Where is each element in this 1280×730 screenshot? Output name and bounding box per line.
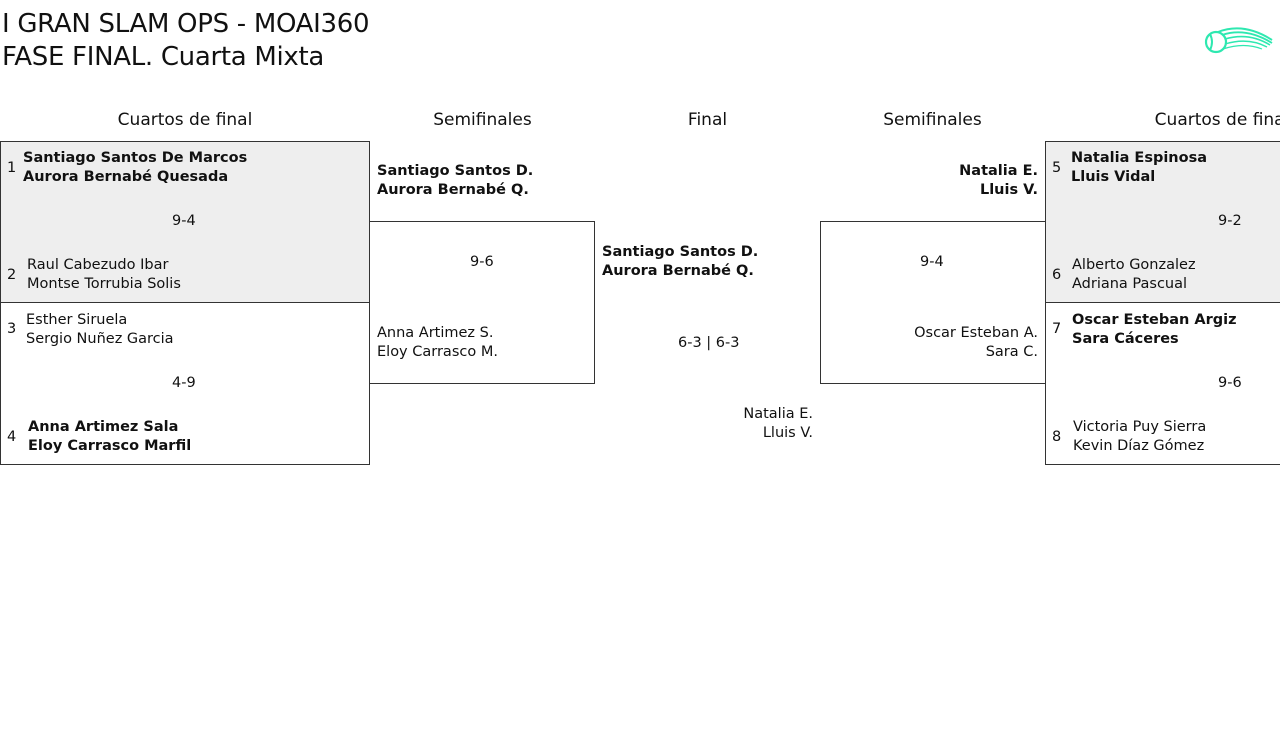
team-rsf-bottom: Oscar Esteban A. Sara C. bbox=[914, 324, 1038, 362]
player-name: Santiago Santos D. bbox=[377, 163, 534, 179]
team-lsf-top: Santiago Santos D. Aurora Bernabé Q. bbox=[377, 162, 533, 200]
player-name: Oscar Esteban Argiz bbox=[1072, 312, 1237, 328]
team-final-bottom: Natalia E. Lluis V. bbox=[743, 405, 813, 443]
team-rqf2-bottom: Victoria Puy Sierra Kevin Díaz Gómez bbox=[1073, 418, 1206, 456]
player-name: Montse Torrubia Solis bbox=[27, 276, 181, 292]
match-score: 4-9 bbox=[172, 375, 196, 391]
tennis-ball-logo-icon bbox=[1204, 27, 1273, 54]
player-name: Natalia E. bbox=[743, 406, 813, 422]
match-box-left-sf[interactable] bbox=[369, 221, 595, 384]
seed-number: 8 bbox=[1052, 429, 1062, 445]
final-score: 6-3 | 6-3 bbox=[678, 335, 740, 351]
team-rqf1-bottom: Alberto Gonzalez Adriana Pascual bbox=[1072, 256, 1196, 294]
match-box-right-qf2[interactable] bbox=[1045, 302, 1280, 465]
team-final-top: Santiago Santos D. Aurora Bernabé Q. bbox=[602, 243, 758, 281]
player-name: Lluis Vidal bbox=[1071, 169, 1156, 185]
player-name: Alberto Gonzalez bbox=[1072, 257, 1196, 273]
team-rsf-top: Natalia E. Lluis V. bbox=[959, 162, 1038, 200]
player-name: Natalia E. bbox=[959, 163, 1038, 179]
player-name: Eloy Carrasco Marfil bbox=[28, 438, 192, 454]
match-box-right-qf1[interactable] bbox=[1045, 141, 1280, 303]
player-name: Esther Siruela bbox=[26, 312, 128, 328]
player-name: Anna Artimez Sala bbox=[28, 419, 179, 435]
seed-number: 4 bbox=[7, 429, 17, 445]
title-line-1: I GRAN SLAM OPS - MOAI360 bbox=[2, 9, 370, 39]
player-name: Sergio Nuñez Garcia bbox=[26, 331, 174, 347]
match-score: 9-2 bbox=[1218, 213, 1242, 229]
player-name: Sara Cáceres bbox=[1072, 331, 1179, 347]
player-name: Aurora Bernabé Q. bbox=[377, 182, 529, 198]
match-score: 9-6 bbox=[470, 254, 494, 270]
seed-number: 3 bbox=[7, 321, 17, 337]
seed-number: 1 bbox=[7, 160, 17, 176]
page-title: I GRAN SLAM OPS - MOAI360 FASE FINAL. Cu… bbox=[2, 8, 370, 74]
team-lqf2-top: Esther Siruela Sergio Nuñez Garcia bbox=[26, 311, 174, 349]
player-name: Santiago Santos De Marcos bbox=[23, 150, 248, 166]
player-name: Victoria Puy Sierra bbox=[1073, 419, 1207, 435]
player-name: Aurora Bernabé Quesada bbox=[23, 169, 229, 185]
player-name: Lluis V. bbox=[762, 425, 813, 441]
seed-number: 5 bbox=[1052, 160, 1062, 176]
player-name: Natalia Espinosa bbox=[1071, 150, 1207, 166]
player-name: Anna Artimez S. bbox=[377, 325, 494, 341]
player-name: Eloy Carrasco M. bbox=[377, 344, 498, 360]
team-lsf-bottom: Anna Artimez S. Eloy Carrasco M. bbox=[377, 324, 498, 362]
team-lqf1-bottom: Raul Cabezudo Ibar Montse Torrubia Solis bbox=[27, 256, 181, 294]
team-rqf1-top: Natalia Espinosa Lluis Vidal bbox=[1071, 149, 1207, 187]
player-name: Lluis V. bbox=[979, 182, 1038, 198]
title-line-2: FASE FINAL. Cuarta Mixta bbox=[2, 42, 325, 72]
round-header-left-quarters: Cuartos de final bbox=[117, 110, 253, 130]
player-name: Raul Cabezudo Ibar bbox=[27, 257, 169, 273]
match-score: 9-4 bbox=[172, 213, 196, 229]
match-score: 9-4 bbox=[920, 254, 944, 270]
player-name: Aurora Bernabé Q. bbox=[602, 263, 754, 279]
round-header-final: Final bbox=[687, 110, 728, 130]
player-name: Kevin Díaz Gómez bbox=[1073, 438, 1205, 454]
match-score: 9-6 bbox=[1218, 375, 1242, 391]
player-name: Oscar Esteban A. bbox=[914, 325, 1038, 341]
player-name: Sara C. bbox=[985, 344, 1038, 360]
player-name: Santiago Santos D. bbox=[602, 244, 759, 260]
round-header-right-semis: Semifinales bbox=[883, 110, 982, 130]
team-lqf2-bottom: Anna Artimez Sala Eloy Carrasco Marfil bbox=[28, 418, 191, 456]
team-lqf1-top: Santiago Santos De Marcos Aurora Bernabé… bbox=[23, 149, 247, 187]
round-header-right-quarters: Cuartos de final bbox=[1154, 110, 1280, 130]
seed-number: 7 bbox=[1052, 321, 1062, 337]
player-name: Adriana Pascual bbox=[1072, 276, 1188, 292]
seed-number: 2 bbox=[7, 267, 17, 283]
seed-number: 6 bbox=[1052, 267, 1062, 283]
team-rqf2-top: Oscar Esteban Argiz Sara Cáceres bbox=[1072, 311, 1237, 349]
round-header-left-semis: Semifinales bbox=[433, 110, 532, 130]
